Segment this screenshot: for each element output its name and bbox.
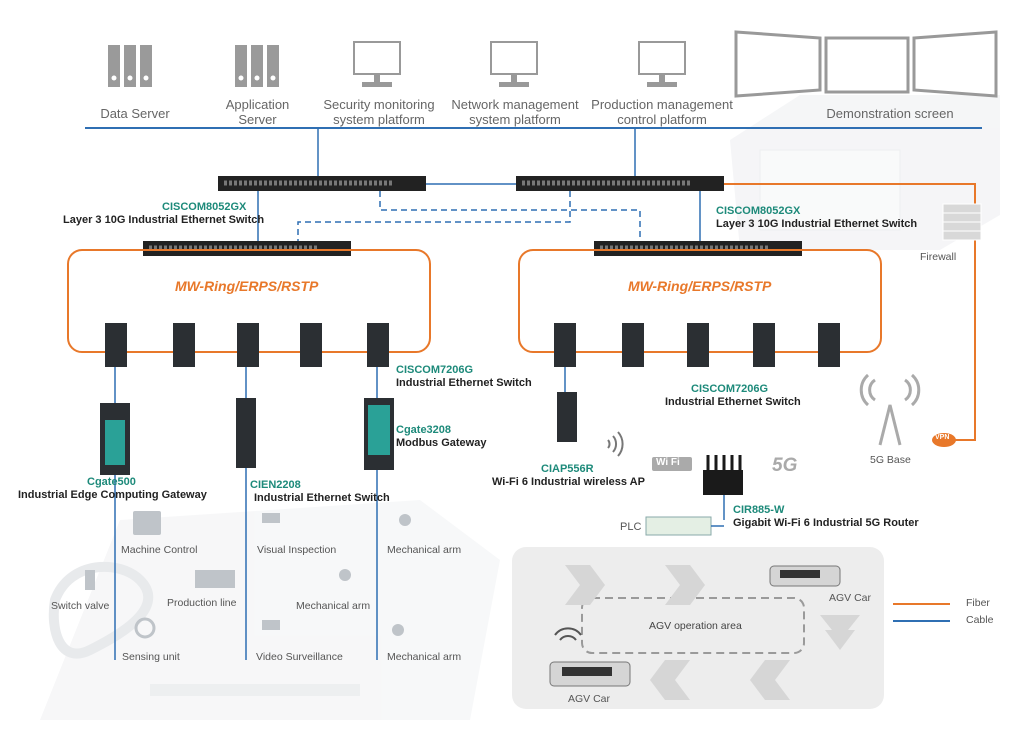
dashed-link-2 bbox=[297, 191, 571, 241]
edge-switches-right bbox=[554, 323, 840, 367]
agv-wifi-icon bbox=[554, 627, 582, 641]
agv-car-1-icon bbox=[769, 565, 841, 587]
machine-control-label: Machine Control bbox=[121, 544, 198, 556]
production-platform-label-1: Production management bbox=[591, 97, 733, 112]
aggregation-switch-left bbox=[143, 241, 351, 256]
cgate3208-model: Cgate3208 bbox=[396, 424, 452, 436]
vpn-label: VPN bbox=[935, 434, 950, 441]
network-platform-label-1: Network management bbox=[451, 97, 579, 112]
edge-right-desc: Industrial Ethernet Switch bbox=[665, 396, 801, 408]
security-platform-label-1: Security monitoring bbox=[323, 97, 435, 112]
cien2208-desc: Industrial Ethernet Switch bbox=[254, 492, 390, 504]
cien2208-device bbox=[236, 398, 256, 468]
edge-left-desc: Industrial Ethernet Switch bbox=[396, 377, 532, 389]
ring-left-label: MW-Ring/ERPS/RSTP bbox=[175, 278, 319, 294]
demo-room-background bbox=[730, 95, 1000, 250]
production-line-label: Production line bbox=[167, 597, 237, 609]
edge-switches-left bbox=[105, 323, 389, 367]
visual-inspection-label: Visual Inspection bbox=[257, 544, 337, 556]
wifi-badge bbox=[652, 457, 692, 471]
cir885-router bbox=[703, 455, 743, 495]
agv-car-2-label: AGV Car bbox=[568, 693, 611, 705]
core-right-desc: Layer 3 10G Industrial Ethernet Switch bbox=[716, 218, 918, 230]
agv-car-1-label: AGV Car bbox=[829, 592, 872, 604]
data-server-icon bbox=[108, 45, 152, 87]
core-right-model: CISCOM8052GX bbox=[716, 205, 801, 217]
core-switch-right bbox=[516, 176, 724, 191]
cien2208-model: CIEN2208 bbox=[250, 479, 301, 491]
cgate500-device bbox=[100, 403, 130, 475]
cgate3208-desc: Modbus Gateway bbox=[396, 437, 487, 449]
cir885-model: CIR885-W bbox=[733, 504, 785, 516]
legend-cable-label: Cable bbox=[966, 614, 994, 626]
firewall-label: Firewall bbox=[920, 251, 957, 263]
agv-car-2-icon bbox=[549, 661, 631, 687]
application-server-label-1: Application bbox=[225, 97, 290, 112]
field-icons bbox=[85, 511, 411, 639]
aggregation-switch-right bbox=[594, 241, 802, 256]
security-monitor-icon bbox=[353, 41, 401, 87]
dashed-link-1 bbox=[379, 191, 641, 241]
cgate3208-device bbox=[364, 398, 394, 470]
edge-left-model: CISCOM7206G bbox=[396, 364, 474, 376]
edge-right-model: CISCOM7206G bbox=[691, 383, 769, 395]
security-platform-label-2: system platform bbox=[333, 112, 425, 127]
network-monitor-icon bbox=[490, 41, 538, 87]
fiveg-badge-label: 5G bbox=[772, 455, 798, 476]
ciap556r-model: CIAP556R bbox=[541, 463, 594, 475]
mechanical-arm-2-label: Mechanical arm bbox=[296, 600, 371, 612]
demonstration-screen-icon bbox=[734, 30, 998, 98]
agv-area-label: AGV operation area bbox=[649, 620, 742, 632]
production-monitor-icon bbox=[638, 41, 686, 87]
vpn-badge bbox=[932, 433, 956, 447]
production-platform-label-2: control platform bbox=[617, 112, 707, 127]
core-left-desc: Layer 3 10G Industrial Ethernet Switch bbox=[63, 214, 265, 226]
cir885-desc: Gigabit Wi-Fi 6 Industrial 5G Router bbox=[733, 517, 919, 529]
wifi-signal-icon bbox=[607, 431, 624, 457]
wifi-badge-label: Wi Fi bbox=[656, 457, 680, 468]
network-platform-label-2: system platform bbox=[469, 112, 561, 127]
agv-arrows bbox=[565, 565, 860, 700]
cgate500-desc: Industrial Edge Computing Gateway bbox=[18, 489, 207, 501]
5g-base-label: 5G Base bbox=[870, 454, 911, 466]
firewall-icon bbox=[942, 203, 982, 241]
plc-label: PLC bbox=[620, 521, 642, 533]
data-server-label: Data Server bbox=[100, 106, 170, 121]
mechanical-arm-3-label: Mechanical arm bbox=[387, 651, 462, 663]
fiber-to-firewall bbox=[724, 183, 976, 441]
ciap556r-device bbox=[557, 392, 577, 442]
application-server-icon bbox=[235, 45, 279, 87]
agv-operation-area bbox=[581, 597, 805, 654]
ring-right-label: MW-Ring/ERPS/RSTP bbox=[628, 278, 772, 294]
plc-device bbox=[645, 516, 712, 536]
ciap556r-desc: Wi-Fi 6 Industrial wireless AP bbox=[492, 476, 645, 488]
video-surveillance-label: Video Surveillance bbox=[256, 651, 343, 663]
core-left-model: CISCOM8052GX bbox=[162, 201, 247, 213]
switch-valve-label: Switch valve bbox=[51, 600, 110, 612]
core-switch-left bbox=[218, 176, 426, 191]
sensing-unit-label: Sensing unit bbox=[122, 651, 180, 663]
demonstration-screen-label: Demonstration screen bbox=[826, 106, 954, 121]
mechanical-arm-1-label: Mechanical arm bbox=[387, 544, 462, 556]
legend-fiber-label: Fiber bbox=[966, 597, 990, 609]
factory-background bbox=[40, 500, 500, 720]
application-server-label-2: Server bbox=[238, 112, 277, 127]
cgate500-model: Cgate500 bbox=[87, 476, 136, 488]
5g-tower-icon bbox=[859, 373, 921, 446]
